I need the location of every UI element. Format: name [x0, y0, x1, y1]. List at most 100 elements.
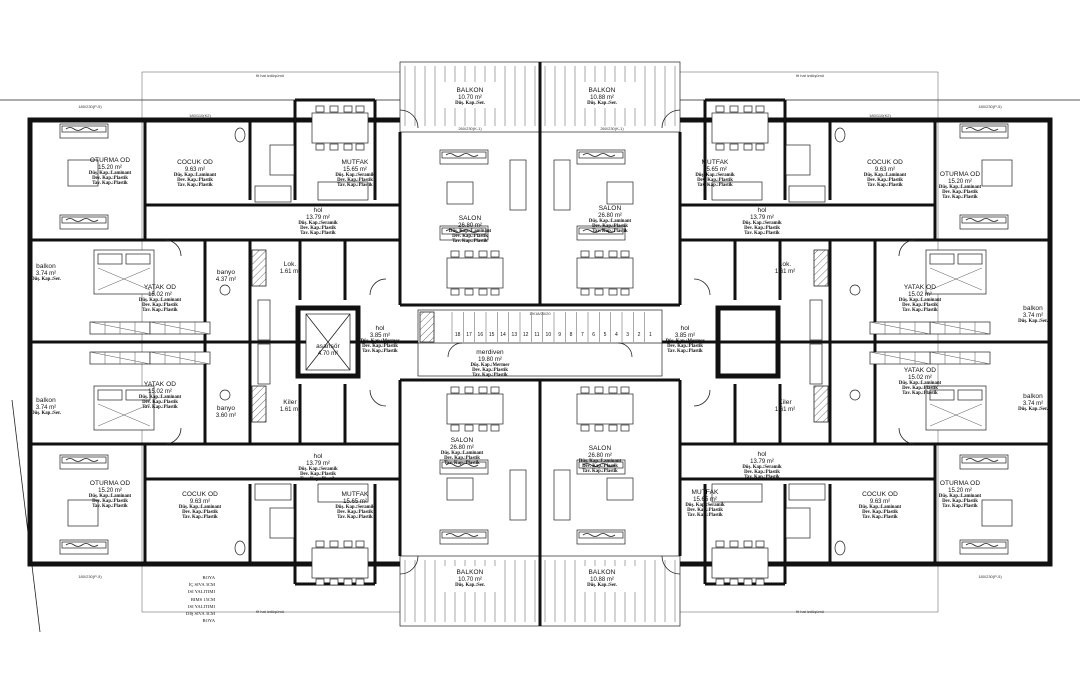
room-finish: Düş. Kap.:Laminant — [863, 173, 907, 179]
stair-step-number: 3 — [626, 332, 629, 338]
room-area: 9.63 m² — [189, 498, 211, 505]
room-name: balkon — [36, 263, 56, 270]
room-finish: Tav. Kap.:Plastik — [942, 195, 978, 201]
room-area: 3.85 m² — [369, 332, 391, 339]
room-finish: Dev. Kap.:Plastik — [92, 176, 128, 182]
room-finish: Dev. Kap.:Plastik — [942, 190, 978, 196]
room-finish: Dev. Kap.:Plastik — [452, 234, 488, 240]
room-name: COCUK OD — [182, 491, 218, 498]
room-finish: Dev. Kap.:Plastik — [337, 510, 373, 516]
room-area: 15.02 m² — [148, 291, 172, 298]
room-finish: Dev. Kap.:Plastik — [142, 303, 178, 309]
stair-step-number: 7 — [581, 332, 584, 338]
stair-step-number: 10 — [546, 332, 552, 338]
room-finish: Düş. Kap.:Seramik — [742, 221, 782, 227]
room-name: hol — [757, 207, 767, 214]
stair-step-number: 5 — [604, 332, 607, 338]
room-finish: Düş. Kap.:Laminant — [173, 173, 217, 179]
room-area: 15.02 m² — [908, 291, 932, 298]
room-area: 15.20 m² — [98, 487, 122, 494]
stair-step-number: 9 — [558, 332, 561, 338]
room-finish: Dev. Kap.:Plastik — [444, 456, 480, 462]
room-finish: Düş. Kap.:Laminant — [858, 505, 902, 511]
room-finish: Tav. Kap.:Plastik — [667, 349, 703, 355]
bottom-line-note: fit hat izdüşümü — [255, 609, 285, 614]
room-name: SALON — [450, 437, 474, 444]
bottom-line-note-right: fit hat izdüşümü — [795, 609, 825, 614]
room-area: 15.02 m² — [908, 374, 932, 381]
door-swings — [164, 109, 916, 575]
room-name: YATAK OD — [143, 381, 177, 388]
window-tag: 180/110(K2) — [869, 113, 891, 118]
room-name: SALON — [598, 205, 622, 212]
room-name: BALKON — [588, 87, 616, 94]
room-finish: Dev. Kap.:Plastik — [687, 508, 723, 514]
room-area: 3.74 m² — [1022, 312, 1044, 319]
room-finish: Tav. Kap.:Plastik — [300, 231, 336, 237]
room-finish: Dev. Kap.:Plastik — [592, 224, 628, 230]
stair-step-number: 15 — [489, 332, 495, 338]
room-area: 13.79 m² — [306, 214, 330, 221]
room-area: 15.02 m² — [148, 388, 172, 395]
stair-step-number: 6 — [592, 332, 595, 338]
room-name: hol — [757, 451, 767, 458]
property-line-left — [11, 399, 41, 633]
window-tag: 180/230(P-5) — [978, 104, 1002, 109]
room-area: 15.20 m² — [948, 487, 972, 494]
stair-step-number: 16 — [478, 332, 484, 338]
room-finish: Tav. Kap.:Plastik — [687, 513, 723, 519]
room-area: 19.80 m² — [478, 356, 502, 363]
room-name: MUTFAK — [691, 489, 719, 496]
stair-step-number: 13 — [512, 332, 518, 338]
room-finish: Düş. Kap.:Seramik — [335, 505, 375, 511]
room-finish: Tav. Kap.:Plastik — [444, 461, 480, 467]
room-finish: Dev. Kap.:Plastik — [142, 400, 178, 406]
room-area: 15.20 m² — [948, 178, 972, 185]
room-finish: Düş. Kap.:Seramik — [298, 221, 338, 227]
room-area: 13.79 m² — [750, 214, 774, 221]
room-finish: Düş. Kap.:Ser. — [31, 411, 61, 417]
room-finish: Düş. Kap.:Laminant — [448, 229, 492, 235]
legend-item: ISI YALITIMI — [188, 589, 216, 595]
room-area: 13.79 m² — [750, 458, 774, 465]
room-area: 3.74 m² — [35, 404, 57, 411]
room-finish: Tav. Kap.:Plastik — [582, 469, 618, 475]
room-name: YATAK OD — [903, 284, 937, 291]
room-name: Lok. — [283, 261, 297, 268]
room-finish: Tav. Kap.:Plastik — [300, 477, 336, 483]
room-finish: Tav. Kap.:Plastik — [867, 183, 903, 189]
room-finish: Düş. Kap.:Laminant — [898, 381, 942, 387]
room-finish: Düş. Kap.:Ser. — [31, 277, 61, 283]
room-name: OTURMA OD — [939, 171, 981, 178]
room-name: YATAK OD — [143, 284, 177, 291]
room-name: SALON — [458, 215, 482, 222]
room-finish: Tav. Kap.:Plastik — [452, 239, 488, 245]
legend-item: BIMS 15CM — [190, 596, 216, 602]
room-finish: Düş. Kap.:Laminant — [138, 395, 182, 401]
legend-item: BOYA — [202, 575, 216, 580]
room-finish: Düş. Kap.:Mermer — [470, 363, 510, 369]
room-name: hol — [313, 207, 323, 214]
room-finish: Dev. Kap.:Plastik — [744, 226, 780, 232]
stair-step-number: 11 — [534, 332, 539, 338]
room-finish: Tav. Kap.:Plastik — [862, 515, 898, 521]
room-area: 15.65 m² — [693, 496, 717, 503]
room-name: Lok. — [778, 261, 792, 268]
room-finish: Dev. Kap.:Plastik — [582, 464, 618, 470]
room-name: COCUK OD — [177, 159, 213, 166]
stair-step-number: 4 — [615, 332, 618, 338]
legend-item: İÇ SIVA 3CM — [188, 582, 216, 588]
